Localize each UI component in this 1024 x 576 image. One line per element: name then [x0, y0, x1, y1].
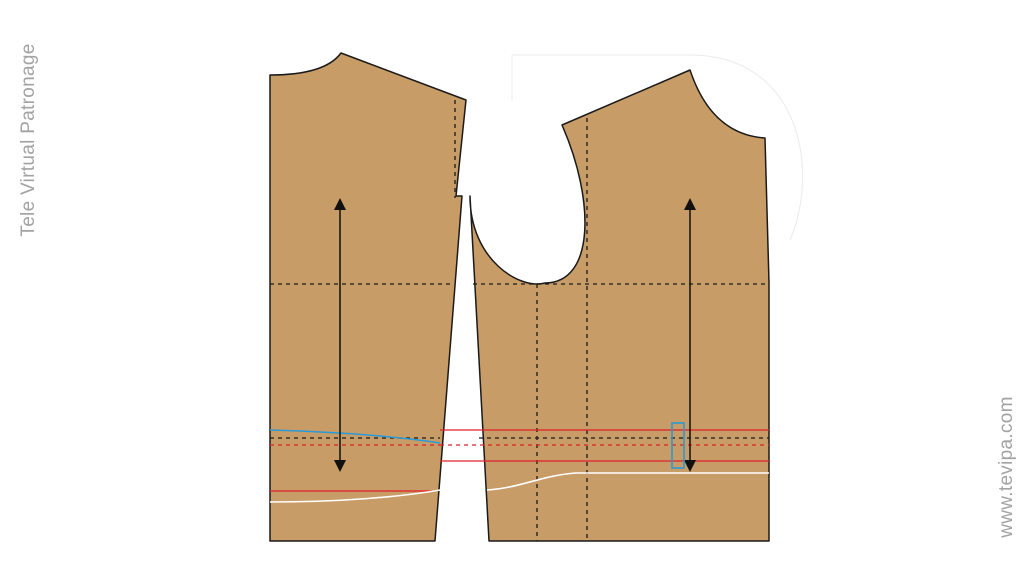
red-lines — [270, 429, 769, 492]
back-bodice-piece — [269, 52, 467, 542]
buttonhole-marker-icon — [671, 422, 685, 469]
blue-curve — [269, 429, 441, 444]
dashed-guidelines — [270, 100, 769, 541]
white-curve-back — [269, 489, 441, 503]
front-bodice-piece — [469, 69, 770, 542]
ghost-outline — [512, 54, 804, 241]
white-curve-front — [486, 472, 769, 491]
